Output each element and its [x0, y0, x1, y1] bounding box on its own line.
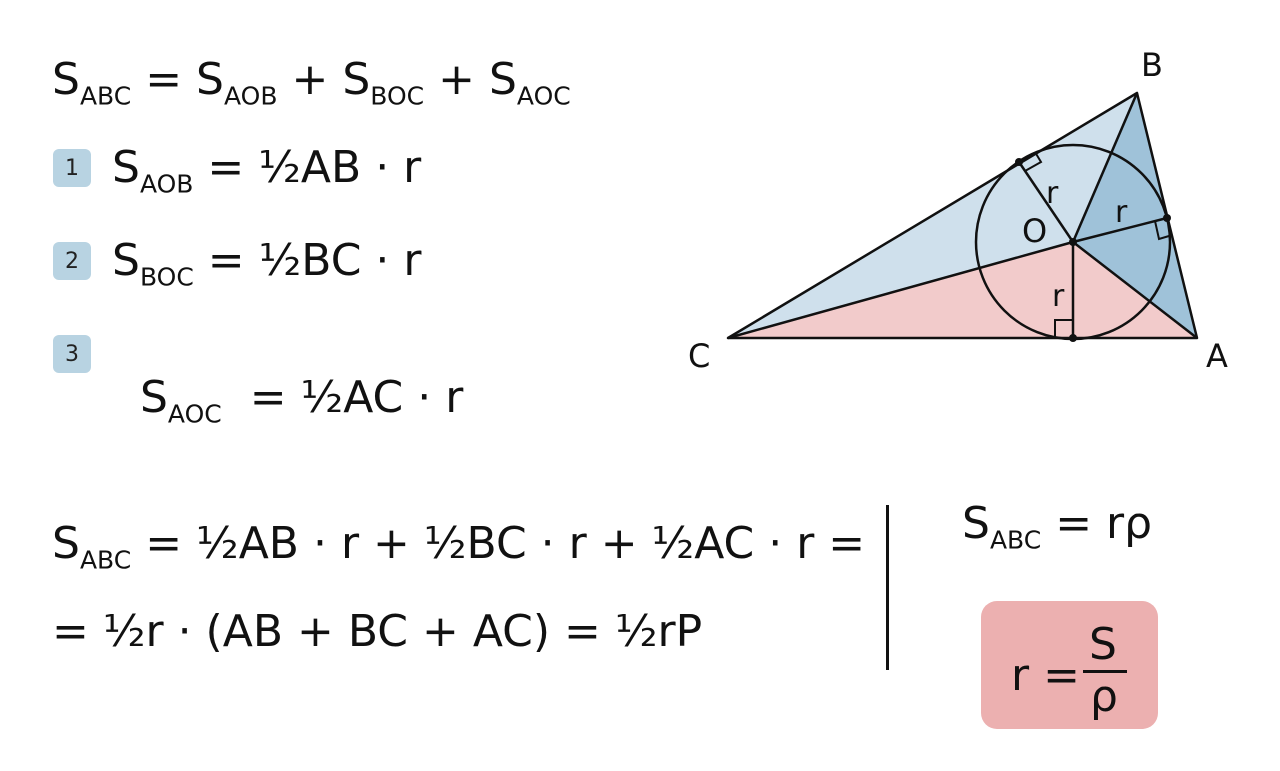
- vertex-label-a: A: [1206, 337, 1228, 375]
- area-formula: SABC = rρ: [962, 498, 1153, 555]
- triangle-aoc: [728, 242, 1197, 338]
- radius-label-2: r: [1115, 195, 1128, 230]
- radius-formula-box: r = S ρ: [981, 601, 1158, 729]
- radius-to-bc: [1017, 161, 1075, 243]
- radius-formula-denominator: ρ: [1090, 671, 1118, 722]
- area-sum-equation: SABC = SAOB + SBOC + SAOC: [52, 54, 571, 111]
- center-label-o: O: [1022, 212, 1047, 250]
- radius-formula-numerator: S: [1089, 619, 1117, 670]
- right-angle-mark-ac: [1054, 319, 1073, 338]
- segment-ob: [1071, 92, 1139, 243]
- step-badge-3: 3: [53, 335, 91, 373]
- right-angle-mark-bc: [1024, 151, 1043, 172]
- radius-label-1: r: [1046, 176, 1059, 211]
- area-boc-equation: SBOC = ½BC · r: [112, 235, 422, 292]
- segment-oa: [1072, 241, 1198, 339]
- tangent-point-ac: [1069, 334, 1077, 342]
- radius-label-3: r: [1052, 279, 1065, 314]
- right-angle-mark-ab: [1154, 220, 1170, 241]
- tangent-point-bc: [1015, 158, 1023, 166]
- vertex-label-b: B: [1141, 46, 1163, 84]
- derivation-line-2: = ½r · (AB + BC + AC) = ½rP: [52, 606, 703, 657]
- step-badge-1: 1: [53, 149, 91, 187]
- fraction-bar: [1083, 670, 1127, 673]
- vertex-label-c: C: [688, 337, 710, 375]
- vertical-divider: [886, 505, 889, 670]
- area-aob-equation: SAOB = ½AB · r: [112, 142, 422, 199]
- derivation-line-1: SABC = ½AB · r + ½BC · r + ½AC · r =: [52, 518, 866, 575]
- triangle-aob: [1073, 93, 1197, 338]
- segment-oc: [727, 240, 1074, 340]
- radius-to-ab: [1072, 216, 1168, 244]
- tangent-point-ab: [1163, 214, 1171, 222]
- step-badge-2: 2: [53, 242, 91, 280]
- point-o: [1069, 238, 1077, 246]
- radius-formula-lhs: r =: [1011, 650, 1080, 701]
- area-aoc-equation: SAOC = ½AC · r: [139, 372, 464, 429]
